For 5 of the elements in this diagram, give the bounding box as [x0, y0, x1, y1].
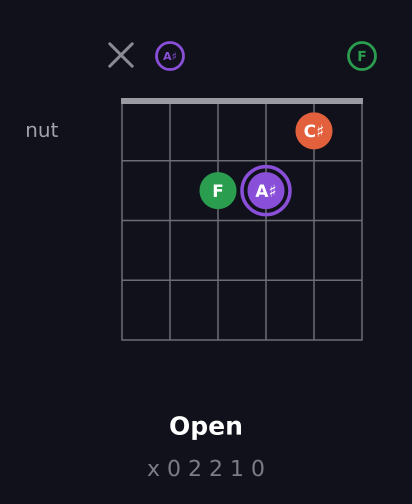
chord-name: Open [170, 416, 241, 440]
mute-cross-icon [108, 42, 134, 68]
nut-label: nut [27, 122, 58, 138]
fingering-numbers: x 0 2 2 1 0 [148, 460, 264, 476]
fretboard-grid [121, 98, 363, 341]
